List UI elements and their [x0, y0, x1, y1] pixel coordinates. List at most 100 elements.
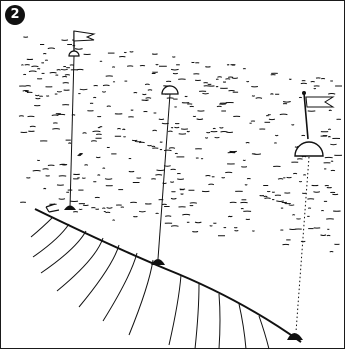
water-stroke [85, 165, 88, 166]
water-stroke [220, 127, 224, 128]
water-stroke [177, 179, 184, 180]
water-stroke [202, 93, 208, 94]
water-stroke [43, 53, 46, 54]
water-stroke [276, 201, 284, 202]
water-stroke [117, 129, 120, 130]
water-stroke [232, 78, 238, 79]
water-stroke [275, 135, 278, 136]
water-stroke [139, 211, 146, 212]
water-stroke [321, 235, 327, 236]
water-stroke [33, 171, 41, 172]
mooring-line-3 [296, 157, 309, 332]
water-stroke [146, 98, 152, 99]
water-stroke [79, 154, 83, 155]
buoy-icon [69, 51, 79, 56]
water-stroke [278, 179, 283, 180]
water-stroke [195, 222, 201, 223]
water-stroke [36, 98, 41, 99]
water-stroke [225, 172, 232, 173]
water-stroke [292, 125, 295, 126]
water-stroke [75, 49, 83, 50]
water-stroke [91, 141, 97, 142]
water-stroke [107, 208, 113, 209]
water-stroke [44, 188, 47, 189]
water-stroke [103, 168, 105, 169]
water-stroke [31, 66, 38, 67]
water-surface [19, 37, 342, 252]
water-stroke [83, 133, 87, 134]
flag-icon [302, 91, 333, 139]
water-stroke [171, 226, 179, 227]
water-stroke [82, 178, 85, 179]
mooring-line-1 [70, 56, 74, 208]
seabed-hatching [31, 217, 269, 349]
water-stroke [270, 94, 273, 95]
water-stroke [182, 214, 190, 215]
water-stroke [25, 86, 31, 87]
water-stroke [102, 208, 105, 209]
water-stroke [30, 126, 36, 127]
water-stroke [68, 143, 71, 144]
water-stroke [57, 91, 62, 92]
water-stroke [48, 48, 55, 49]
water-stroke [98, 175, 101, 176]
water-stroke [21, 65, 23, 66]
water-stroke [63, 83, 69, 84]
buoy-icon [162, 86, 178, 94]
water-stroke [105, 179, 112, 180]
water-stroke [159, 119, 164, 120]
mooring-line-2 [158, 94, 170, 259]
water-stroke [122, 129, 125, 130]
water-stroke [289, 79, 291, 80]
water-stroke [171, 198, 176, 199]
hook-icon [46, 204, 59, 212]
water-stroke [61, 69, 68, 70]
buoy-3 [287, 91, 333, 340]
water-stroke [313, 192, 320, 193]
anchor-weight-icon [64, 206, 76, 211]
water-stroke [162, 204, 167, 205]
water-stroke [169, 148, 175, 149]
water-stroke [155, 175, 162, 176]
water-stroke [171, 69, 179, 70]
water-stroke [142, 94, 146, 95]
buoy-icon [295, 142, 323, 156]
water-stroke [289, 205, 294, 206]
water-stroke [330, 251, 334, 252]
water-stroke [19, 116, 24, 117]
water-stroke [145, 84, 150, 85]
water-stroke [297, 159, 303, 160]
water-stroke [57, 70, 61, 71]
water-stroke [35, 95, 39, 96]
water-stroke [156, 64, 159, 65]
water-stroke [292, 215, 295, 216]
water-stroke [153, 130, 157, 131]
water-stroke [246, 143, 250, 144]
water-stroke [328, 137, 330, 138]
anchor-weight-icon [151, 259, 165, 265]
water-stroke [264, 196, 268, 197]
water-stroke [52, 115, 59, 116]
water-stroke [283, 102, 291, 103]
water-stroke [187, 131, 190, 132]
water-stroke [62, 77, 67, 78]
water-stroke [174, 127, 179, 128]
water-stroke [29, 71, 37, 72]
water-stroke [93, 131, 101, 132]
water-stroke [205, 138, 208, 139]
water-stroke [52, 129, 60, 130]
water-stroke [245, 185, 247, 186]
water-stroke [206, 176, 211, 177]
water-stroke [330, 144, 336, 145]
water-stroke [181, 194, 184, 195]
water-stroke [93, 97, 96, 98]
water-stroke [164, 150, 171, 151]
water-stroke [96, 157, 100, 158]
water-stroke [43, 169, 49, 170]
water-stroke [102, 92, 106, 93]
water-stroke [59, 199, 65, 200]
water-stroke [148, 90, 152, 91]
water-stroke [165, 216, 171, 217]
